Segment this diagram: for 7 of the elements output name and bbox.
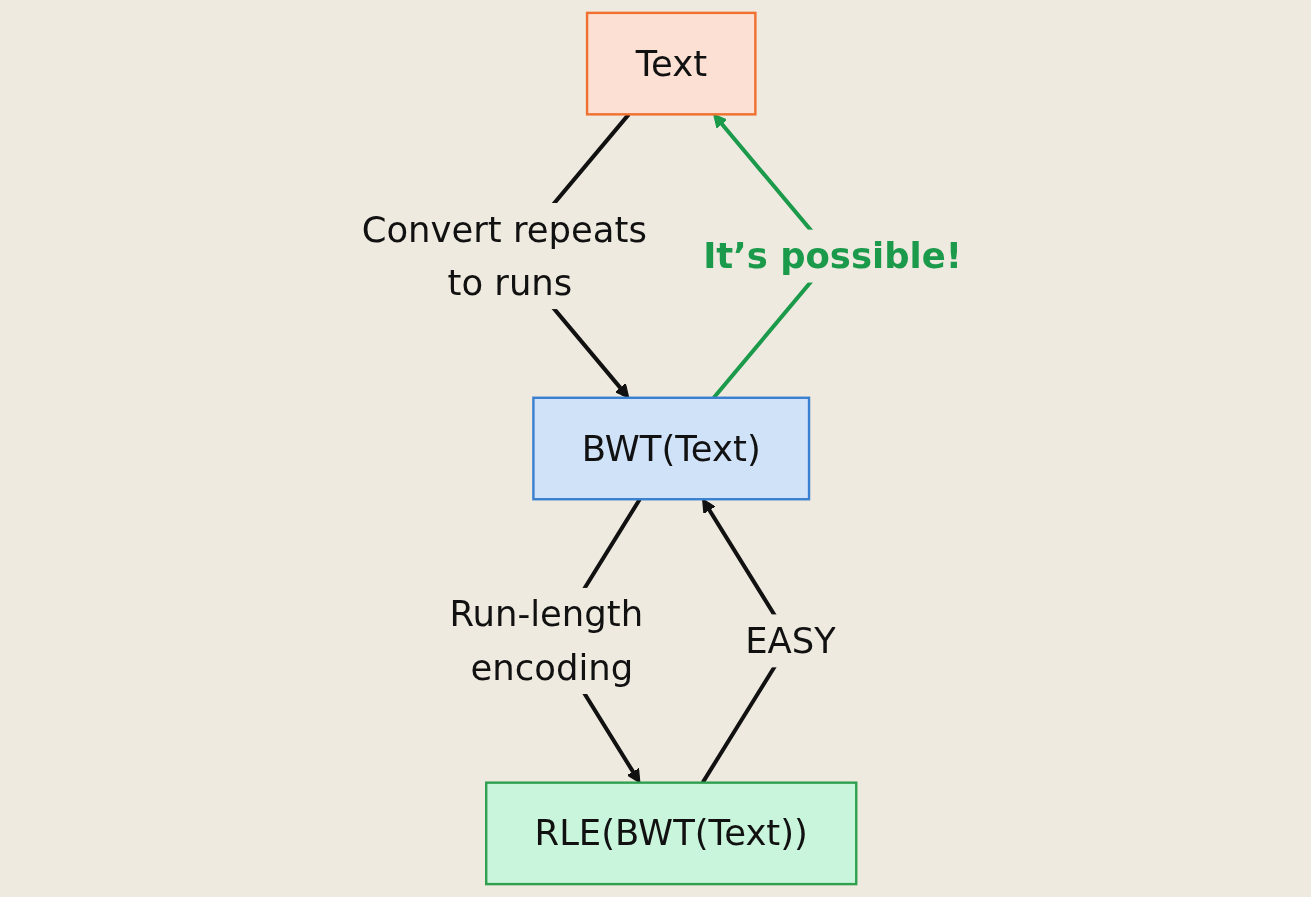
node-box: Text bbox=[586, 11, 757, 116]
edge-label: Run-length encoding bbox=[449, 594, 644, 688]
node-box: BWT(Text) bbox=[532, 396, 811, 501]
node-box: RLE(BWT(Text)) bbox=[485, 781, 858, 886]
edge-label: EASY bbox=[745, 620, 837, 662]
edge-label: It’s possible! bbox=[703, 235, 962, 277]
edge-label: Convert repeats to runs bbox=[361, 209, 648, 303]
